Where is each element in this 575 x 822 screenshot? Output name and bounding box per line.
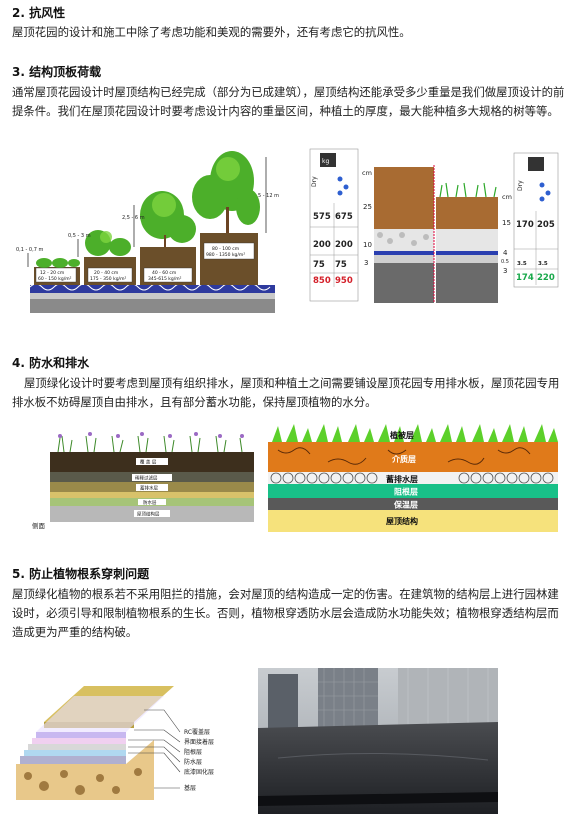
depth-box-2-top: 20 - 40 cm bbox=[94, 270, 118, 276]
layer-label-root-barrier: 阻根层 bbox=[394, 487, 418, 497]
left-row3-a: 75 bbox=[313, 260, 325, 270]
left-row1-b: 675 bbox=[335, 212, 353, 222]
depth-box-4-bottom: 980 - 1350 kg/m² bbox=[206, 252, 245, 258]
right-dry-label: Dry bbox=[517, 180, 524, 191]
layer-label-medium: 介质层 bbox=[391, 454, 416, 464]
layer-label-vegetation: 植被层 bbox=[389, 430, 414, 440]
section-body-roots: 屋顶绿化植物的根系若不采用阻拦的措施，会对屋顶的结构造成一定的伤害。在建筑物的结… bbox=[12, 587, 559, 639]
section-side-label: 侧面 bbox=[32, 521, 46, 530]
left-cm-3: 3 bbox=[364, 259, 368, 267]
right-cm-3: 0.5 bbox=[501, 259, 509, 265]
section-label-filter: 稀释过滤层 bbox=[135, 475, 158, 482]
right-cm-4: 3 bbox=[503, 267, 507, 275]
section-label-drain: 蓄排水层 bbox=[140, 485, 158, 492]
left-row1-a: 575 bbox=[313, 212, 331, 222]
height-label-1: 0,1 - 0,7 m bbox=[16, 247, 43, 253]
left-total-a: 850 bbox=[313, 276, 331, 286]
figure-root-barrier-stack: RC覆盖层 界面接着层 阻根层 防水层 底漆固化层 基层 bbox=[14, 680, 242, 806]
depth-box-1-bottom: 60 - 150 kg/m² bbox=[38, 276, 72, 282]
right-row1-a: 170 bbox=[516, 220, 534, 230]
figure-weight-table: kg Dry 575 675 200 200 75 75 850 950 cm … bbox=[306, 147, 562, 307]
height-label-2: 0,5 - 3 m bbox=[68, 233, 91, 239]
section-label-cover: 覆 盖 层 bbox=[140, 459, 157, 466]
section-title-wind: 2. 抗风性 bbox=[12, 6, 66, 20]
left-cm-1: 25 bbox=[363, 203, 372, 211]
right-total-b: 220 bbox=[537, 273, 555, 283]
left-cm-label: cm bbox=[362, 169, 372, 177]
stack-label-primer: 底漆固化层 bbox=[184, 768, 214, 776]
section-label-waterproof: 防水层 bbox=[143, 499, 157, 506]
section-title-load: 3. 结构顶板荷载 bbox=[12, 65, 102, 79]
layer-label-drainage: 蓄排水层 bbox=[386, 474, 418, 484]
figure-drainage-section: 覆 盖 层 稀释过滤层 蓄排水层 防水层 屋顶结构层 侧面 bbox=[30, 424, 262, 532]
depth-box-2-bottom: 175 - 350 kg/m² bbox=[90, 276, 126, 282]
figure-layer-stack: 植被层 介质层 蓄排水层 阻根层 保温层 屋顶结构 bbox=[268, 422, 558, 532]
layer-label-insulation: 保温层 bbox=[393, 500, 418, 510]
section-body-wind: 屋顶花园的设计和施工中除了考虑功能和美观的需要外，还有考虑它的抗风性。 bbox=[12, 25, 411, 39]
depth-box-1-top: 12 - 20 cm bbox=[40, 270, 64, 276]
depth-box-4-top: 80 - 100 cm bbox=[212, 246, 239, 252]
right-row2-a: 3.5 bbox=[517, 261, 527, 267]
section-body-load: 通常屋顶花园设计时屋顶结构已经完成（部分为已成建筑），屋顶结构还能承受多少重量是… bbox=[12, 85, 565, 118]
right-cm-label: cm bbox=[502, 193, 512, 201]
left-row2-b: 200 bbox=[335, 240, 353, 250]
height-label-4: 5 - 12 m bbox=[258, 193, 279, 199]
left-kg-icon: kg bbox=[322, 158, 329, 165]
figure-rooftop-photo bbox=[258, 668, 498, 814]
stack-label-base: 基层 bbox=[184, 784, 196, 792]
layer-label-structure: 屋顶结构 bbox=[386, 516, 418, 526]
stack-label-root: 阻根层 bbox=[184, 748, 202, 756]
section-body-drainage: 屋顶绿化设计时要考虑到屋顶有组织排水，屋顶和种植土之间需要铺设屋顶花园专用排水板… bbox=[12, 376, 560, 409]
depth-box-3-top: 40 - 60 cm bbox=[152, 270, 176, 276]
right-row1-b: 205 bbox=[537, 220, 555, 230]
right-total-a: 174 bbox=[516, 273, 534, 283]
left-cm-2: 10 bbox=[363, 241, 372, 249]
stack-label-interface: 界面接着层 bbox=[184, 738, 214, 746]
section-title-drainage: 4. 防水和排水 bbox=[12, 356, 90, 370]
left-row3-b: 75 bbox=[335, 260, 347, 270]
figure-plant-height: 0,1 - 0,7 m 0,5 - 3 m 2,5 - 6 m 5 - 12 m… bbox=[14, 147, 290, 330]
right-cm-1: 15 bbox=[502, 219, 511, 227]
left-total-b: 950 bbox=[335, 276, 353, 286]
left-row2-a: 200 bbox=[313, 240, 331, 250]
stack-label-cover: RC覆盖层 bbox=[184, 728, 210, 736]
height-label-3: 2,5 - 6 m bbox=[122, 215, 145, 221]
stack-label-waterproof: 防水层 bbox=[184, 758, 202, 766]
section-title-roots: 5. 防止植物根系穿刺问题 bbox=[12, 567, 150, 581]
right-cm-2: 4 bbox=[503, 249, 508, 257]
left-dry-label: Dry bbox=[311, 176, 318, 187]
depth-box-3-bottom: 345-615 kg/m² bbox=[148, 276, 182, 282]
right-row2-b: 3.5 bbox=[538, 261, 548, 267]
section-label-structure: 屋顶结构层 bbox=[137, 511, 160, 518]
